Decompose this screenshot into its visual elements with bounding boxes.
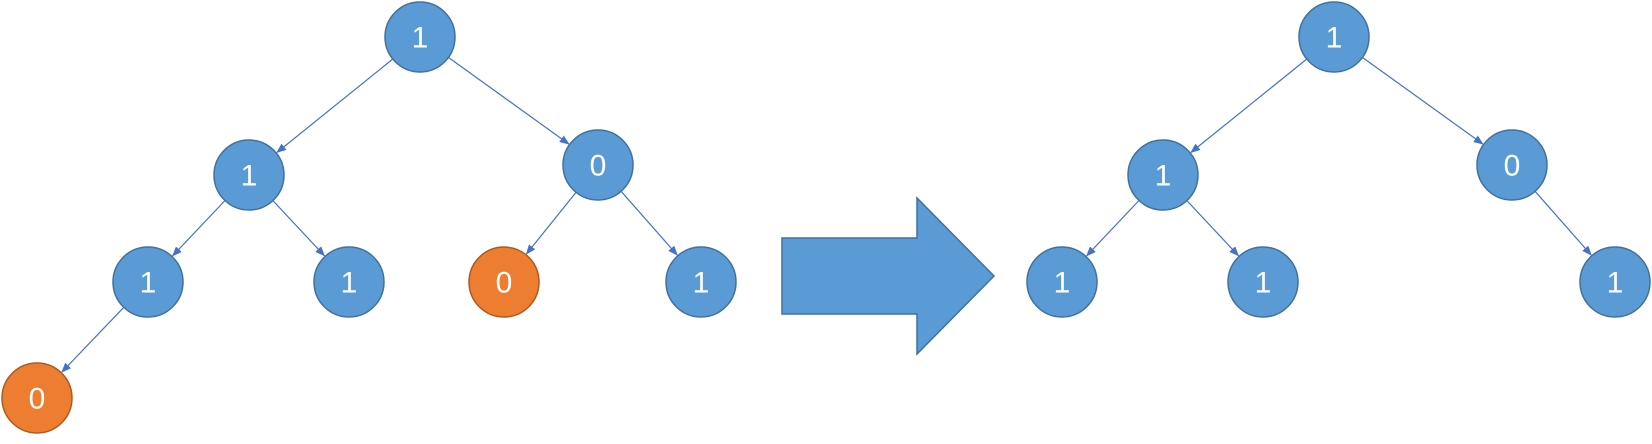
node-label: 1	[241, 160, 258, 193]
node-label: 0	[1504, 150, 1521, 183]
node-circle	[313, 246, 385, 318]
right-block-arrow-icon	[781, 196, 996, 356]
edge-b3-b7	[1534, 190, 1592, 256]
node-label: 1	[1255, 267, 1272, 300]
node-label: 1	[1326, 22, 1343, 55]
tree-node-a6: 0	[468, 246, 540, 318]
node-label: 1	[1054, 267, 1071, 300]
node-label: 0	[496, 267, 513, 300]
node-circle	[1298, 1, 1370, 73]
tree-node-a8: 0	[1, 362, 73, 434]
tree-node-a5: 1	[313, 246, 385, 318]
node-label: 1	[412, 22, 429, 55]
node-label: 0	[590, 150, 607, 183]
tree-node-b2: 1	[1127, 139, 1199, 211]
edges-layer	[61, 56, 1592, 373]
tree-node-b1: 1	[1298, 1, 1370, 73]
node-circle	[1579, 246, 1651, 318]
node-circle	[1476, 129, 1548, 201]
node-label: 1	[693, 267, 710, 300]
edge-a4-a8	[61, 306, 125, 373]
tree-node-b5: 1	[1227, 246, 1299, 318]
edge-b1-b2	[1190, 58, 1308, 154]
node-label: 0	[29, 383, 46, 416]
node-label: 1	[1607, 267, 1624, 300]
node-circle	[562, 129, 634, 201]
tree-node-b4: 1	[1026, 246, 1098, 318]
tree-node-a2: 1	[213, 139, 285, 211]
tree-node-b3: 0	[1476, 129, 1548, 201]
highlighted-node-circle	[1, 362, 73, 434]
tree-node-a3: 0	[562, 129, 634, 201]
tree-node-b7: 1	[1579, 246, 1651, 318]
edge-a1-a2	[276, 58, 394, 154]
node-circle	[1127, 139, 1199, 211]
node-label: 1	[1155, 160, 1172, 193]
node-label: 1	[341, 267, 358, 300]
edge-a3-a6	[525, 191, 577, 255]
node-circle	[1026, 246, 1098, 318]
edge-b2-b5	[1186, 200, 1240, 257]
node-circle	[213, 139, 285, 211]
node-circle	[665, 246, 737, 318]
highlighted-node-circle	[468, 246, 540, 318]
tree-node-a1: 1	[384, 1, 456, 73]
node-label: 1	[140, 267, 157, 300]
edge-b1-b3	[1362, 56, 1484, 145]
node-circle	[384, 1, 456, 73]
tree-node-a7: 1	[665, 246, 737, 318]
nodes-layer: 1 1 0 1 1 0 1 0 1 1 0 1 1 1	[1, 1, 1651, 434]
edge-b2-b4	[1086, 200, 1140, 257]
tree-node-a4: 1	[112, 246, 184, 318]
edge-a1-a3	[448, 56, 570, 145]
edge-a3-a7	[620, 190, 678, 256]
node-circle	[112, 246, 184, 318]
edge-a2-a4	[172, 200, 226, 257]
edge-a2-a5	[272, 200, 326, 257]
node-circle	[1227, 246, 1299, 318]
